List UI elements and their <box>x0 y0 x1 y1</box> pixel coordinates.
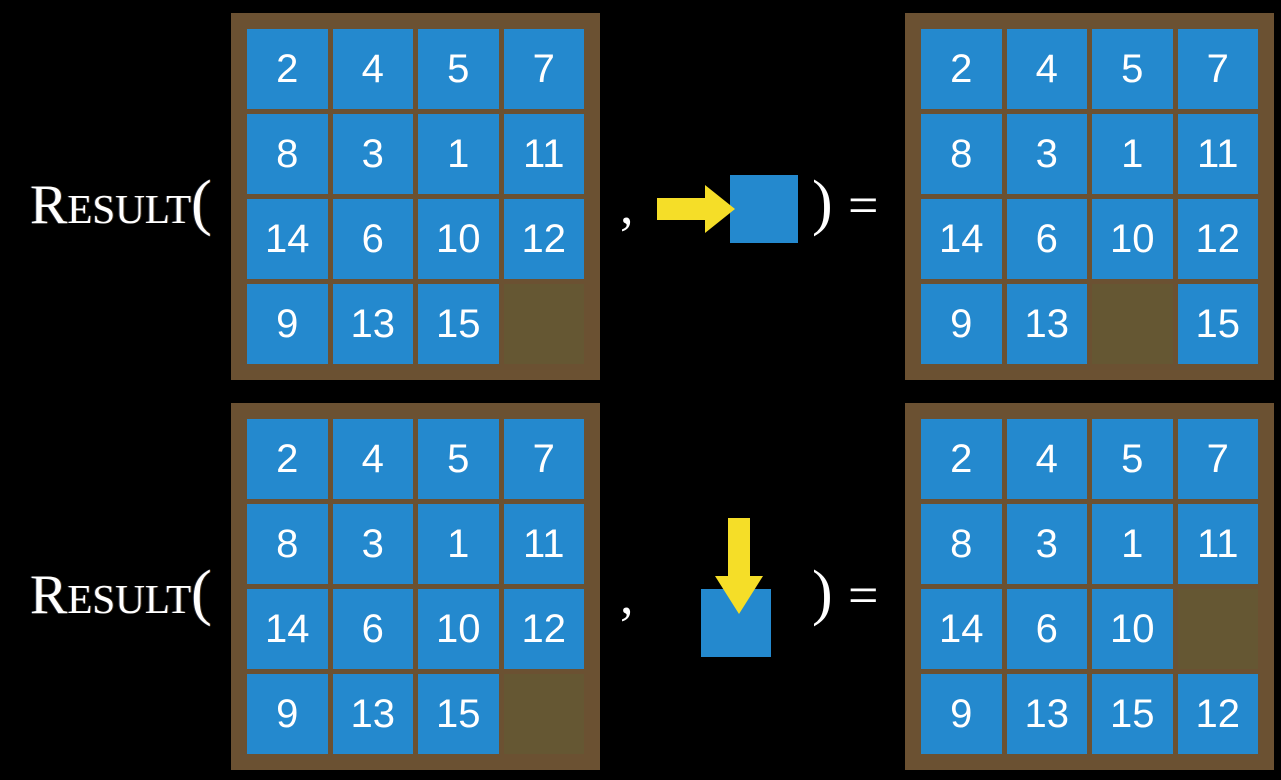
empty-slot[interactable] <box>1177 589 1258 669</box>
tile[interactable]: 4 <box>1006 29 1087 109</box>
output-board-2-grid: 2 4 5 7 8 3 1 11 14 6 10 9 13 15 12 <box>921 419 1258 754</box>
move-indicator-row-1 <box>650 170 810 260</box>
tile[interactable]: 6 <box>332 589 413 669</box>
tile[interactable]: 4 <box>1006 419 1087 499</box>
result-label-initial: R <box>30 564 68 626</box>
tile[interactable]: 9 <box>921 284 1002 364</box>
output-board-1-grid: 2 4 5 7 8 3 1 11 14 6 10 12 9 13 15 <box>921 29 1258 364</box>
tile[interactable]: 10 <box>1092 589 1173 669</box>
tile[interactable]: 11 <box>503 504 584 584</box>
tile[interactable]: 2 <box>247 419 328 499</box>
tile[interactable]: 3 <box>1006 504 1087 584</box>
tile[interactable]: 3 <box>332 114 413 194</box>
empty-slot[interactable] <box>503 284 584 364</box>
tile[interactable]: 7 <box>503 29 584 109</box>
close-paren-row-2: ) <box>812 559 833 627</box>
tile[interactable]: 11 <box>1177 114 1258 194</box>
tile[interactable]: 13 <box>1006 284 1087 364</box>
tile[interactable]: 12 <box>1177 199 1258 279</box>
tile[interactable]: 2 <box>247 29 328 109</box>
tile[interactable]: 8 <box>921 504 1002 584</box>
result-label-open-paren: ( <box>191 169 212 237</box>
tile[interactable]: 9 <box>247 674 328 754</box>
tile[interactable]: 15 <box>418 284 499 364</box>
tile[interactable]: 9 <box>247 284 328 364</box>
input-board-2-grid: 2 4 5 7 8 3 1 11 14 6 10 12 9 13 15 <box>247 419 584 754</box>
move-tile-row-1[interactable] <box>730 175 798 243</box>
equals-sign-row-2: = <box>848 565 879 625</box>
result-label-row-1: RESULT( <box>30 172 212 234</box>
input-board-1: 2 4 5 7 8 3 1 11 14 6 10 12 9 13 15 <box>231 13 600 380</box>
tile[interactable]: 7 <box>1177 419 1258 499</box>
tile[interactable]: 1 <box>1092 504 1173 584</box>
tile[interactable]: 5 <box>1092 29 1173 109</box>
tile[interactable]: 15 <box>1177 284 1258 364</box>
empty-slot[interactable] <box>503 674 584 754</box>
tile[interactable]: 5 <box>418 29 499 109</box>
tile[interactable]: 13 <box>332 284 413 364</box>
tile[interactable]: 1 <box>1092 114 1173 194</box>
tile[interactable]: 4 <box>332 419 413 499</box>
close-paren-row-1: ) <box>812 169 833 237</box>
arrow-right-icon <box>657 185 735 233</box>
tile[interactable]: 11 <box>1177 504 1258 584</box>
result-label-initial: R <box>30 174 68 236</box>
result-label-row-2: RESULT( <box>30 562 212 624</box>
tile[interactable]: 4 <box>332 29 413 109</box>
tile[interactable]: 15 <box>1092 674 1173 754</box>
output-board-2: 2 4 5 7 8 3 1 11 14 6 10 9 13 15 12 <box>905 403 1274 770</box>
tile[interactable]: 13 <box>1006 674 1087 754</box>
tile[interactable]: 13 <box>332 674 413 754</box>
tile[interactable]: 9 <box>921 674 1002 754</box>
tile[interactable]: 14 <box>921 589 1002 669</box>
tile[interactable]: 2 <box>921 29 1002 109</box>
comma-separator-row-2: , <box>620 565 634 625</box>
tile[interactable]: 14 <box>247 589 328 669</box>
move-indicator-row-2 <box>690 500 800 670</box>
input-board-1-grid: 2 4 5 7 8 3 1 11 14 6 10 12 9 13 15 <box>247 29 584 364</box>
tile[interactable]: 8 <box>247 114 328 194</box>
tile[interactable]: 12 <box>503 589 584 669</box>
tile[interactable]: 15 <box>418 674 499 754</box>
tile[interactable]: 6 <box>1006 199 1087 279</box>
output-board-1: 2 4 5 7 8 3 1 11 14 6 10 12 9 13 15 <box>905 13 1274 380</box>
tile[interactable]: 11 <box>503 114 584 194</box>
arrow-down-icon <box>715 518 763 614</box>
empty-slot[interactable] <box>1092 284 1173 364</box>
tile[interactable]: 12 <box>503 199 584 279</box>
tile[interactable]: 5 <box>418 419 499 499</box>
tile[interactable]: 6 <box>1006 589 1087 669</box>
tile[interactable]: 10 <box>418 589 499 669</box>
tile[interactable]: 10 <box>418 199 499 279</box>
input-board-2: 2 4 5 7 8 3 1 11 14 6 10 12 9 13 15 <box>231 403 600 770</box>
tile[interactable]: 7 <box>503 419 584 499</box>
tile[interactable]: 3 <box>332 504 413 584</box>
tile[interactable]: 5 <box>1092 419 1173 499</box>
result-label-rest: ESULT <box>67 186 192 232</box>
tile[interactable]: 7 <box>1177 29 1258 109</box>
result-label-rest: ESULT <box>67 576 192 622</box>
tile[interactable]: 1 <box>418 114 499 194</box>
tile[interactable]: 3 <box>1006 114 1087 194</box>
tile[interactable]: 14 <box>247 199 328 279</box>
tile[interactable]: 2 <box>921 419 1002 499</box>
result-label-open-paren: ( <box>191 559 212 627</box>
tile[interactable]: 14 <box>921 199 1002 279</box>
tile[interactable]: 12 <box>1177 674 1258 754</box>
tile[interactable]: 8 <box>921 114 1002 194</box>
tile[interactable]: 8 <box>247 504 328 584</box>
tile[interactable]: 6 <box>332 199 413 279</box>
comma-separator-row-1: , <box>620 175 634 235</box>
tile[interactable]: 10 <box>1092 199 1173 279</box>
equals-sign-row-1: = <box>848 175 879 235</box>
tile[interactable]: 1 <box>418 504 499 584</box>
